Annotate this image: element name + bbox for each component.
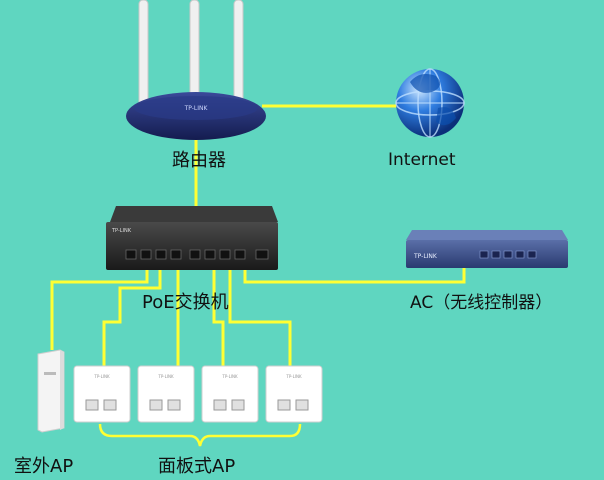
- router-antenna-middle: [189, 0, 200, 101]
- router-antenna-left: [138, 0, 149, 109]
- panel-ap-brace: [98, 423, 302, 447]
- outdoor-ap-device: [37, 349, 65, 433]
- poe-switch-label: PoE交换机: [142, 292, 229, 313]
- switch-logo: TP-LINK: [111, 228, 132, 234]
- panel-ap: TP-LINK: [73, 365, 131, 423]
- switch-body: [106, 222, 278, 270]
- panel-ap: TP-LINK: [137, 365, 195, 423]
- ac-logo: TP-LINK: [413, 253, 438, 260]
- ac-ports: [479, 250, 537, 259]
- cable-switch-outdoor-ap: [50, 258, 149, 350]
- ac-controller-device: TP-LINK: [406, 230, 568, 268]
- svg-text:TP-LINK: TP-LINK: [221, 374, 238, 379]
- outdoor-ap-label: 室外AP: [14, 456, 74, 477]
- router-antenna-right: [233, 0, 244, 109]
- router-label: 路由器: [172, 150, 226, 171]
- ac-label: AC（无线控制器）: [410, 293, 553, 313]
- switch-port: [255, 249, 269, 260]
- cable-switch-panel-ap-1: [102, 258, 162, 366]
- panel-ap-label: 面板式AP: [158, 456, 236, 477]
- switch-port: [204, 249, 216, 260]
- ac-top: [406, 230, 568, 240]
- switch-port: [125, 249, 137, 260]
- router-logo: TP-LINK: [184, 105, 209, 112]
- cable-switch-panel-ap-3: [212, 258, 225, 366]
- poe-switch-device: TP-LINK: [106, 206, 278, 270]
- svg-text:TP-LINK: TP-LINK: [93, 374, 110, 379]
- switch-port: [155, 249, 167, 260]
- switch-ports: [125, 249, 269, 260]
- switch-port: [234, 249, 246, 260]
- switch-port: [189, 249, 201, 260]
- svg-text:TP-LINK: TP-LINK: [285, 374, 302, 379]
- switch-port: [170, 249, 182, 260]
- cable-switch-panel-ap-4: [228, 258, 292, 366]
- switch-top: [110, 206, 278, 222]
- internet-globe-icon: [395, 68, 465, 138]
- switch-port: [140, 249, 152, 260]
- internet-label: Internet: [388, 150, 456, 170]
- svg-text:TP-LINK: TP-LINK: [157, 374, 174, 379]
- switch-port: [219, 249, 231, 260]
- panel-ap: TP-LINK: [201, 365, 259, 423]
- panel-ap: TP-LINK: [265, 365, 323, 423]
- panel-aps: TP-LINK TP-LINK TP-LINK TP-LINK: [73, 365, 323, 423]
- router-device: TP-LINK: [126, 0, 266, 140]
